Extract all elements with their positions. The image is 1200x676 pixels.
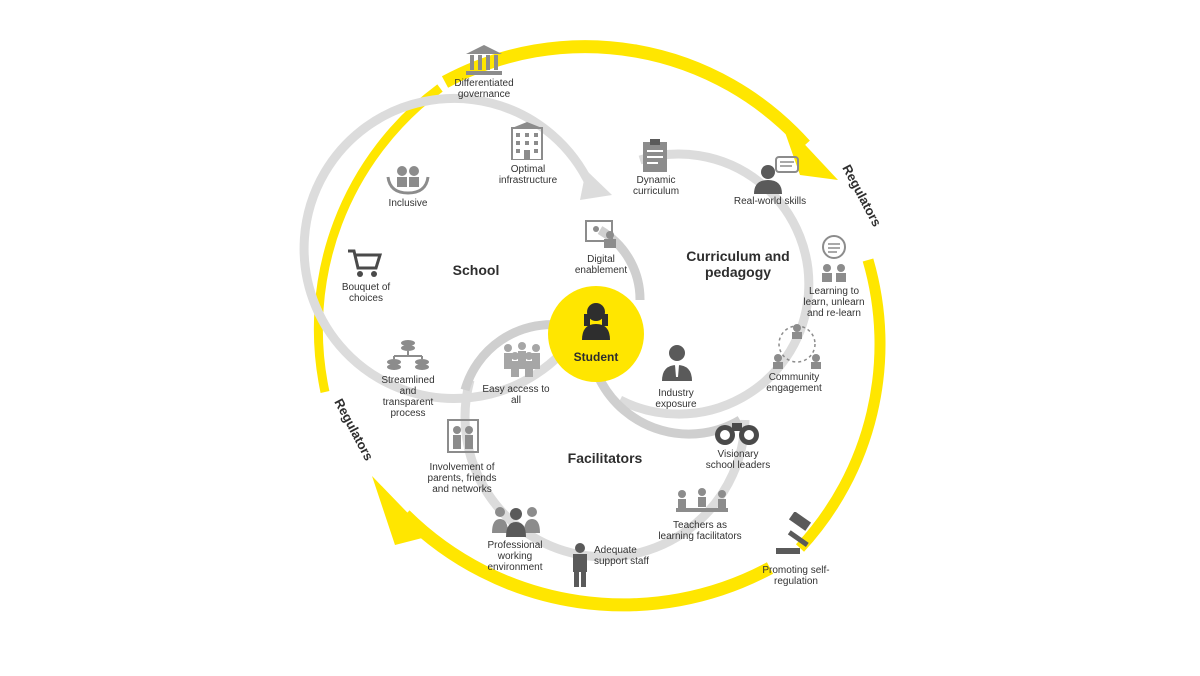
section-curriculum: Curriculum and pedagogy: [686, 248, 790, 280]
label-teachers-facilitators: Teachers as learning facilitators: [658, 520, 742, 542]
coin-stacks-icon: [387, 340, 429, 370]
outer-arrowhead-top-right: [780, 118, 838, 180]
hands-family-icon: [386, 166, 430, 195]
label-community-engagement: Community engagement: [766, 372, 822, 394]
section-facilitators: Facilitators: [567, 450, 643, 466]
label-visionary-school-leaders: Visionary school leaders: [705, 449, 771, 471]
binoculars-icon: [715, 423, 759, 445]
community-network-icon: [773, 324, 821, 369]
label-digital-enablement: Digital enablement: [574, 254, 628, 276]
curriculum-cycle: [617, 149, 814, 419]
computer-screen-icon: [585, 220, 616, 248]
label-learning-to-learn: Learning to learn, unlearn and re-learn: [803, 286, 865, 319]
student-label: Student: [573, 350, 619, 364]
student-circle: Student: [548, 286, 644, 382]
team-people-icon: [492, 507, 540, 537]
school-cycle-arrowhead: [580, 170, 612, 200]
family-frame-icon: [447, 419, 479, 453]
label-optimal-infrastructure: Optimal infrastructure: [498, 164, 558, 186]
government-building-icon: [466, 45, 502, 75]
label-industry-exposure: Industry exposure: [655, 388, 697, 410]
label-dynamic-curriculum: Dynamic curriculum: [632, 175, 680, 197]
speech-bubble-person-icon: [822, 235, 846, 282]
outer-arrowhead-bottom-left: [372, 476, 430, 545]
label-promoting-self-regulation: Promoting self- regulation: [762, 565, 830, 587]
section-school: School: [452, 262, 500, 278]
outer-arrow-left: [313, 84, 443, 393]
outer-arrow-bottom: [400, 510, 774, 612]
outer-arrow-right: [795, 258, 886, 552]
person-speech-icon: [754, 156, 799, 194]
shopping-cart-icon: [348, 249, 382, 277]
label-bouquet-of-choices: Bouquet of choices: [341, 282, 391, 304]
inner-access-arc: [460, 320, 561, 392]
label-professional-environment: Professional working environment: [487, 540, 543, 573]
clipboard-icon: [643, 139, 667, 172]
student-icon: [582, 303, 610, 340]
school-cycle: [299, 93, 595, 403]
meeting-table-icon: [676, 488, 728, 512]
label-streamlined-process: Streamlined and transparent process: [381, 375, 435, 419]
label-inclusive: Inclusive: [388, 198, 428, 209]
gavel-icon: [776, 512, 812, 554]
label-differentiated-governance: Differentiated governance: [454, 78, 514, 100]
staff-person-icon: [573, 543, 587, 587]
group-people-icon: [504, 342, 540, 377]
label-easy-access: Easy access to all: [482, 384, 550, 406]
label-adequate-support-staff: Adequate support staff: [594, 545, 649, 567]
office-building-icon: [511, 122, 543, 160]
businessman-icon: [662, 345, 692, 381]
label-involvement-networks: Involvement of parents, friends and netw…: [427, 462, 497, 495]
label-real-world-skills: Real-world skills: [733, 196, 807, 207]
